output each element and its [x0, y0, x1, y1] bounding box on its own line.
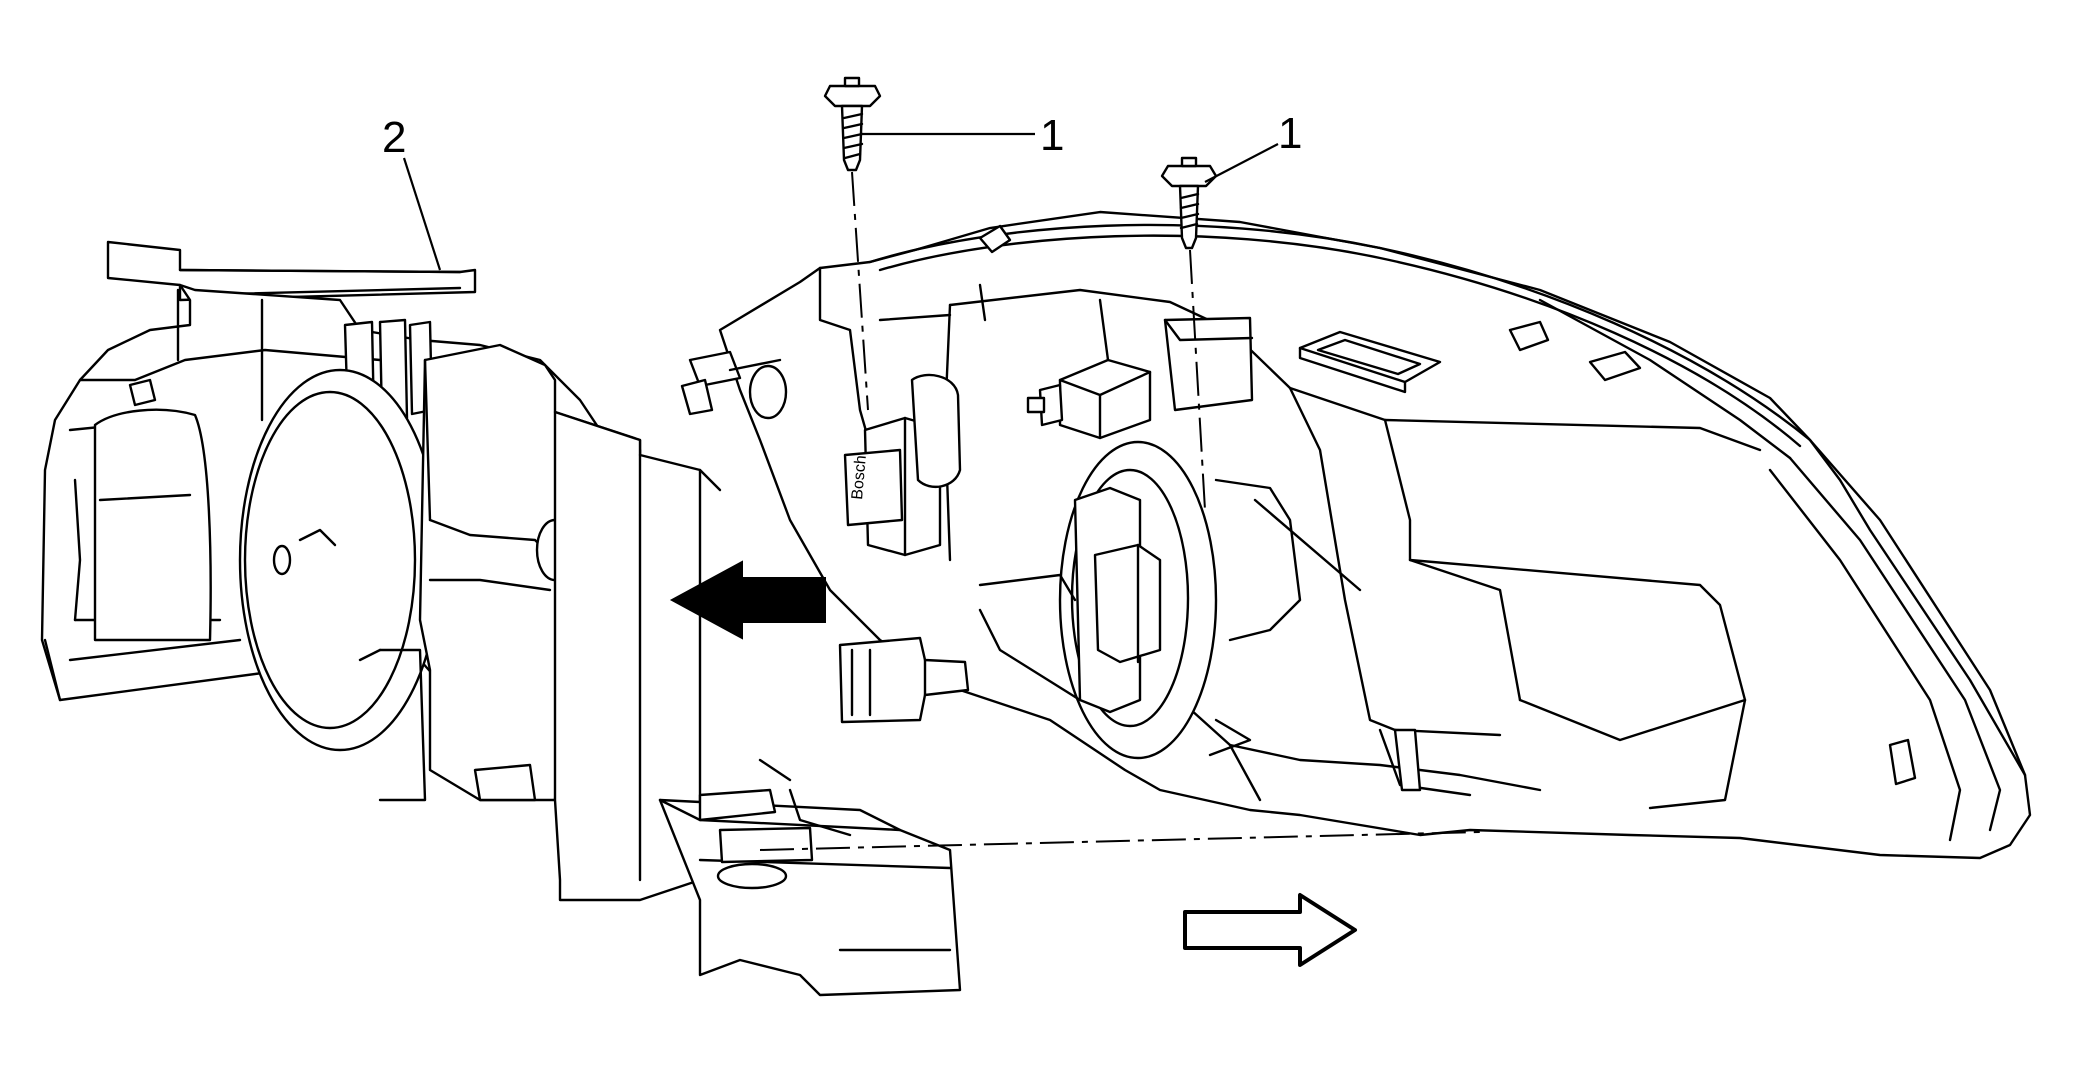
removal-arrow: [669, 560, 826, 640]
part-stamp: Bosch: [849, 455, 870, 501]
callout-label-1a: 1: [1040, 111, 1064, 160]
callout-label-1b: 1: [1278, 109, 1302, 158]
callout-bolt-a: 1: [862, 111, 1064, 160]
callout-label-2: 2: [382, 113, 406, 162]
installation-lines: [759, 171, 1481, 851]
bolt-right: [1160, 156, 1218, 250]
install-arrow: [1183, 893, 1357, 967]
headlamp-housing: Bosch: [680, 210, 2032, 860]
callout-bolt-b: 1: [1204, 109, 1302, 183]
bolt-left: [823, 76, 882, 172]
callout-bracket: 2: [382, 113, 442, 271]
headlamp-bracket: [40, 240, 962, 997]
